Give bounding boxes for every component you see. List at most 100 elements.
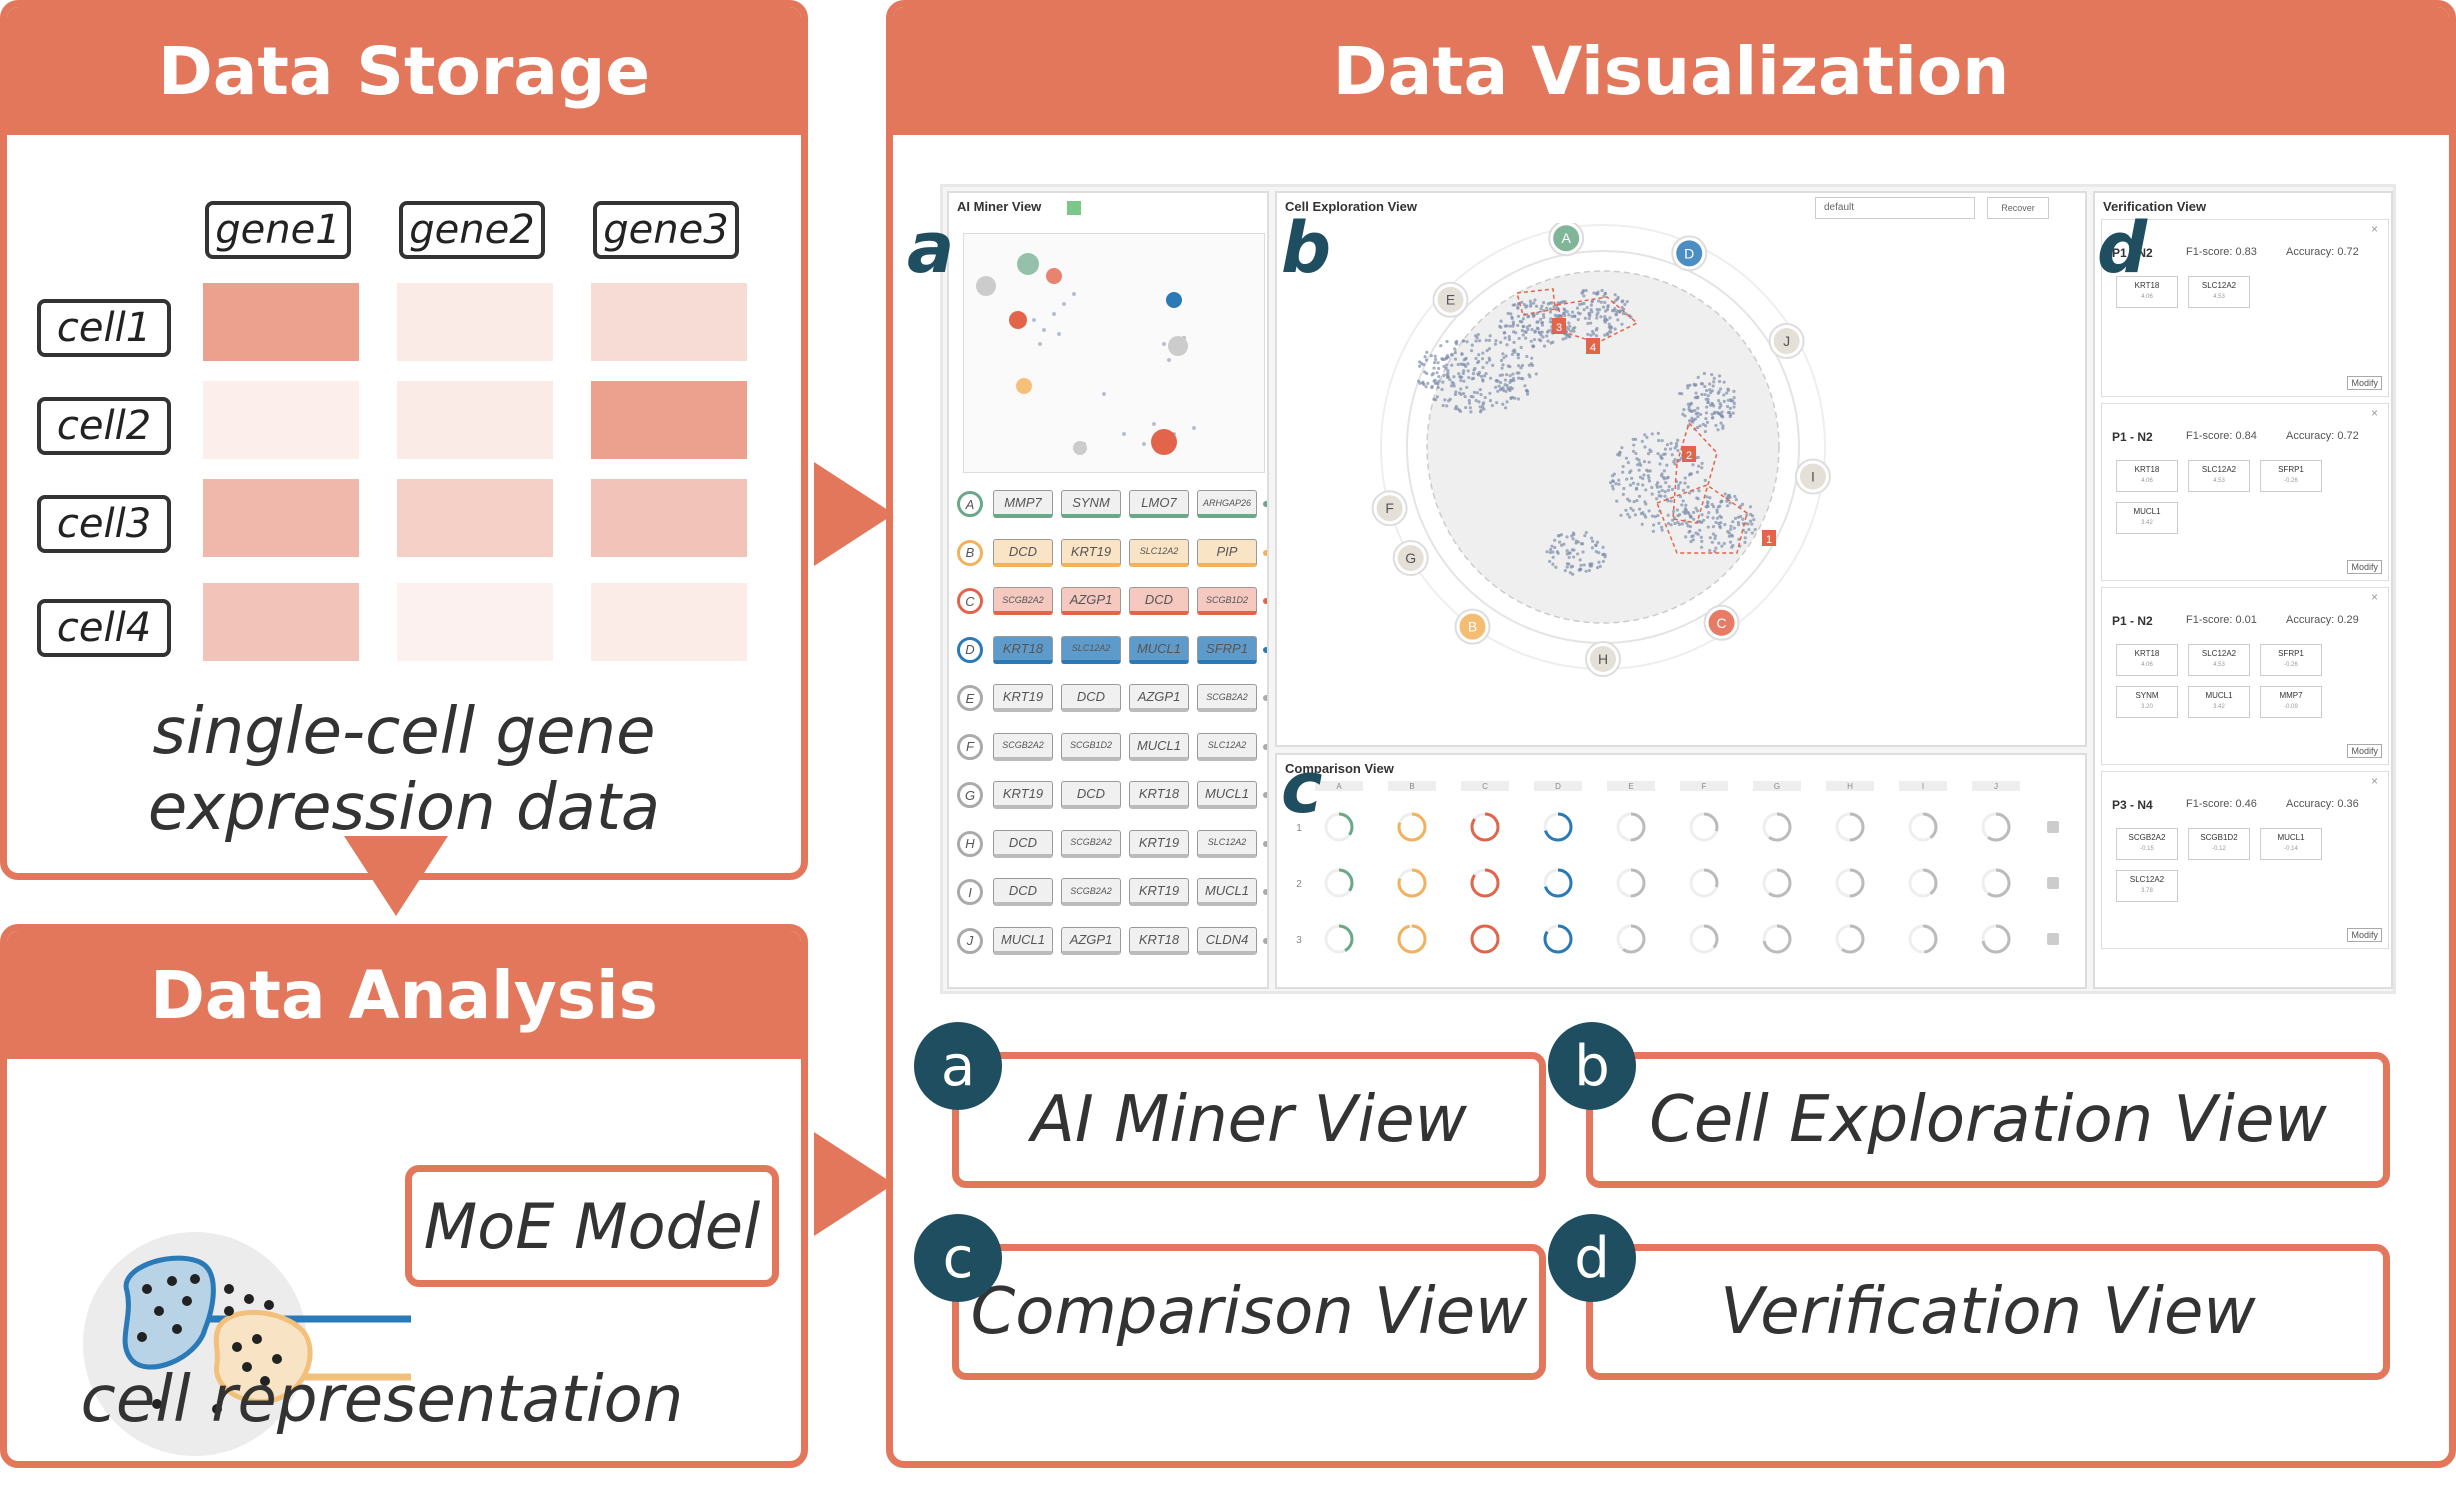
comparison-ring[interactable] bbox=[1981, 924, 2011, 954]
gene-chip[interactable]: AZGP1 bbox=[1061, 926, 1121, 955]
gene-chip[interactable]: KRT19 bbox=[993, 781, 1053, 809]
comparison-ring[interactable] bbox=[1689, 812, 1719, 842]
pattern-badge-i[interactable]: I bbox=[957, 879, 983, 905]
gene-chip[interactable]: SCGB2A2 bbox=[993, 587, 1053, 615]
modify-button[interactable]: Modify bbox=[2347, 928, 2382, 942]
comparison-ring[interactable] bbox=[1689, 868, 1719, 898]
comparison-ring[interactable] bbox=[1470, 868, 1500, 898]
pattern-badge-g[interactable]: G bbox=[957, 782, 983, 808]
pattern-node-d[interactable] bbox=[1676, 240, 1703, 267]
comparison-ring[interactable] bbox=[1762, 868, 1792, 898]
comparison-ring[interactable] bbox=[1470, 812, 1500, 842]
gene-chip[interactable]: SCGB1D2 bbox=[1197, 587, 1257, 615]
comparison-ring[interactable] bbox=[1616, 868, 1646, 898]
pattern-node-e[interactable] bbox=[1437, 286, 1464, 313]
verification-card[interactable]: × P1 - N2 F1-score: 0.83 Accuracy: 0.72 … bbox=[2101, 219, 2389, 397]
gene-chip[interactable]: MUCL1 bbox=[993, 926, 1053, 955]
pattern-badge-c[interactable]: C bbox=[957, 588, 983, 614]
ai-miner-toggle[interactable] bbox=[1067, 201, 1081, 215]
modify-button[interactable]: Modify bbox=[2347, 744, 2382, 758]
gene-chip[interactable]: MUCL1 bbox=[1197, 781, 1257, 809]
comparison-ring[interactable] bbox=[1616, 924, 1646, 954]
gene-chip[interactable]: SLC12A2 bbox=[1197, 829, 1257, 858]
comparison-ring[interactable] bbox=[1616, 812, 1646, 842]
gene-chip[interactable]: SLC12A2 bbox=[1197, 732, 1257, 761]
gene-chip[interactable]: KRT19 bbox=[993, 684, 1053, 712]
gene-chip[interactable]: KRT18 bbox=[1129, 781, 1189, 809]
comparison-ring[interactable] bbox=[1324, 812, 1354, 842]
comparison-ring[interactable] bbox=[1762, 812, 1792, 842]
gene-chip[interactable]: DCD bbox=[993, 829, 1053, 858]
pattern-node-a[interactable] bbox=[1553, 225, 1580, 252]
pattern-node-g[interactable] bbox=[1397, 545, 1424, 571]
comparison-ring[interactable] bbox=[1835, 812, 1865, 842]
gene-chip[interactable]: DCD bbox=[993, 878, 1053, 906]
comparison-ring[interactable] bbox=[1397, 924, 1427, 954]
pattern-node-b[interactable] bbox=[1459, 613, 1486, 640]
gene-chip[interactable]: SCGB2A2 bbox=[993, 732, 1053, 761]
row-remove-icon[interactable] bbox=[2047, 933, 2059, 945]
pattern-node-c[interactable] bbox=[1708, 609, 1735, 636]
comparison-ring[interactable] bbox=[1543, 924, 1573, 954]
gene-chip[interactable]: MUCL1 bbox=[1129, 635, 1189, 664]
recover-button[interactable]: Recover bbox=[1987, 197, 2049, 219]
comparison-ring[interactable] bbox=[1835, 924, 1865, 954]
verification-card[interactable]: × P1 - N2 F1-score: 0.84 Accuracy: 0.72 … bbox=[2101, 403, 2389, 581]
pattern-badge-d[interactable]: D bbox=[957, 636, 983, 663]
gene-chip[interactable]: SCGB2A2 bbox=[1061, 878, 1121, 906]
gene-chip[interactable]: DCD bbox=[1061, 684, 1121, 712]
region-tag[interactable] bbox=[1682, 446, 1696, 462]
comparison-ring[interactable] bbox=[1908, 868, 1938, 898]
region-tag[interactable] bbox=[1552, 318, 1566, 334]
region-tag[interactable] bbox=[1762, 530, 1776, 546]
pattern-badge-j[interactable]: J bbox=[957, 927, 983, 954]
gene-chip[interactable]: KRT19 bbox=[1129, 878, 1189, 906]
gene-chip[interactable]: LMO7 bbox=[1129, 490, 1189, 518]
comparison-ring[interactable] bbox=[1689, 924, 1719, 954]
gene-chip[interactable]: DCD bbox=[993, 538, 1053, 567]
pattern-node-h[interactable] bbox=[1590, 646, 1616, 672]
gene-chip[interactable]: SCGB1D2 bbox=[1061, 732, 1121, 761]
comparison-ring[interactable] bbox=[1762, 924, 1792, 954]
comparison-ring[interactable] bbox=[1835, 868, 1865, 898]
gene-chip[interactable]: SCGB2A2 bbox=[1061, 829, 1121, 858]
pattern-node-f[interactable] bbox=[1376, 495, 1403, 522]
gene-chip[interactable]: KRT18 bbox=[1129, 926, 1189, 955]
comparison-ring[interactable] bbox=[1908, 812, 1938, 842]
comparison-ring[interactable] bbox=[1397, 868, 1427, 898]
modify-button[interactable]: Modify bbox=[2347, 376, 2382, 390]
comparison-ring[interactable] bbox=[1543, 868, 1573, 898]
gene-chip[interactable]: SFRP1 bbox=[1197, 635, 1257, 664]
pattern-badge-h[interactable]: H bbox=[957, 830, 983, 857]
lasso-region[interactable] bbox=[1656, 484, 1748, 554]
region-tag[interactable] bbox=[1586, 338, 1600, 354]
gene-chip[interactable]: AZGP1 bbox=[1129, 684, 1189, 712]
comparison-ring[interactable] bbox=[1981, 812, 2011, 842]
pattern-node-i[interactable] bbox=[1799, 463, 1826, 490]
gene-chip[interactable]: MUCL1 bbox=[1197, 878, 1257, 906]
verification-card[interactable]: × P1 - N2 F1-score: 0.01 Accuracy: 0.29 … bbox=[2101, 587, 2389, 765]
lasso-region[interactable] bbox=[1672, 421, 1718, 524]
gene-chip[interactable]: DCD bbox=[1061, 781, 1121, 809]
gene-chip[interactable]: CLDN4 bbox=[1197, 926, 1257, 955]
gene-chip[interactable]: AZGP1 bbox=[1061, 587, 1121, 615]
gene-chip[interactable]: KRT19 bbox=[1129, 829, 1189, 858]
pattern-node-j[interactable] bbox=[1773, 328, 1800, 354]
comparison-ring[interactable] bbox=[1324, 868, 1354, 898]
modify-button[interactable]: Modify bbox=[2347, 560, 2382, 574]
pattern-badge-f[interactable]: F bbox=[957, 733, 983, 760]
comparison-ring[interactable] bbox=[1324, 924, 1354, 954]
gene-chip[interactable]: SLC12A2 bbox=[1061, 635, 1121, 664]
close-icon[interactable]: × bbox=[2370, 590, 2378, 604]
gene-chip[interactable]: PIP bbox=[1197, 538, 1257, 567]
gene-chip[interactable]: MMP7 bbox=[993, 490, 1053, 518]
gene-chip[interactable]: SLC12A2 bbox=[1129, 538, 1189, 567]
comparison-ring[interactable] bbox=[1470, 924, 1500, 954]
gene-chip[interactable]: KRT19 bbox=[1061, 538, 1121, 567]
close-icon[interactable]: × bbox=[2370, 222, 2378, 236]
pattern-badge-b[interactable]: B bbox=[957, 539, 983, 566]
gene-chip[interactable]: SCGB2A2 bbox=[1197, 684, 1257, 712]
gene-chip[interactable]: ARHGAP26 bbox=[1197, 490, 1257, 518]
row-remove-icon[interactable] bbox=[2047, 877, 2059, 889]
comparison-ring[interactable] bbox=[1908, 924, 1938, 954]
